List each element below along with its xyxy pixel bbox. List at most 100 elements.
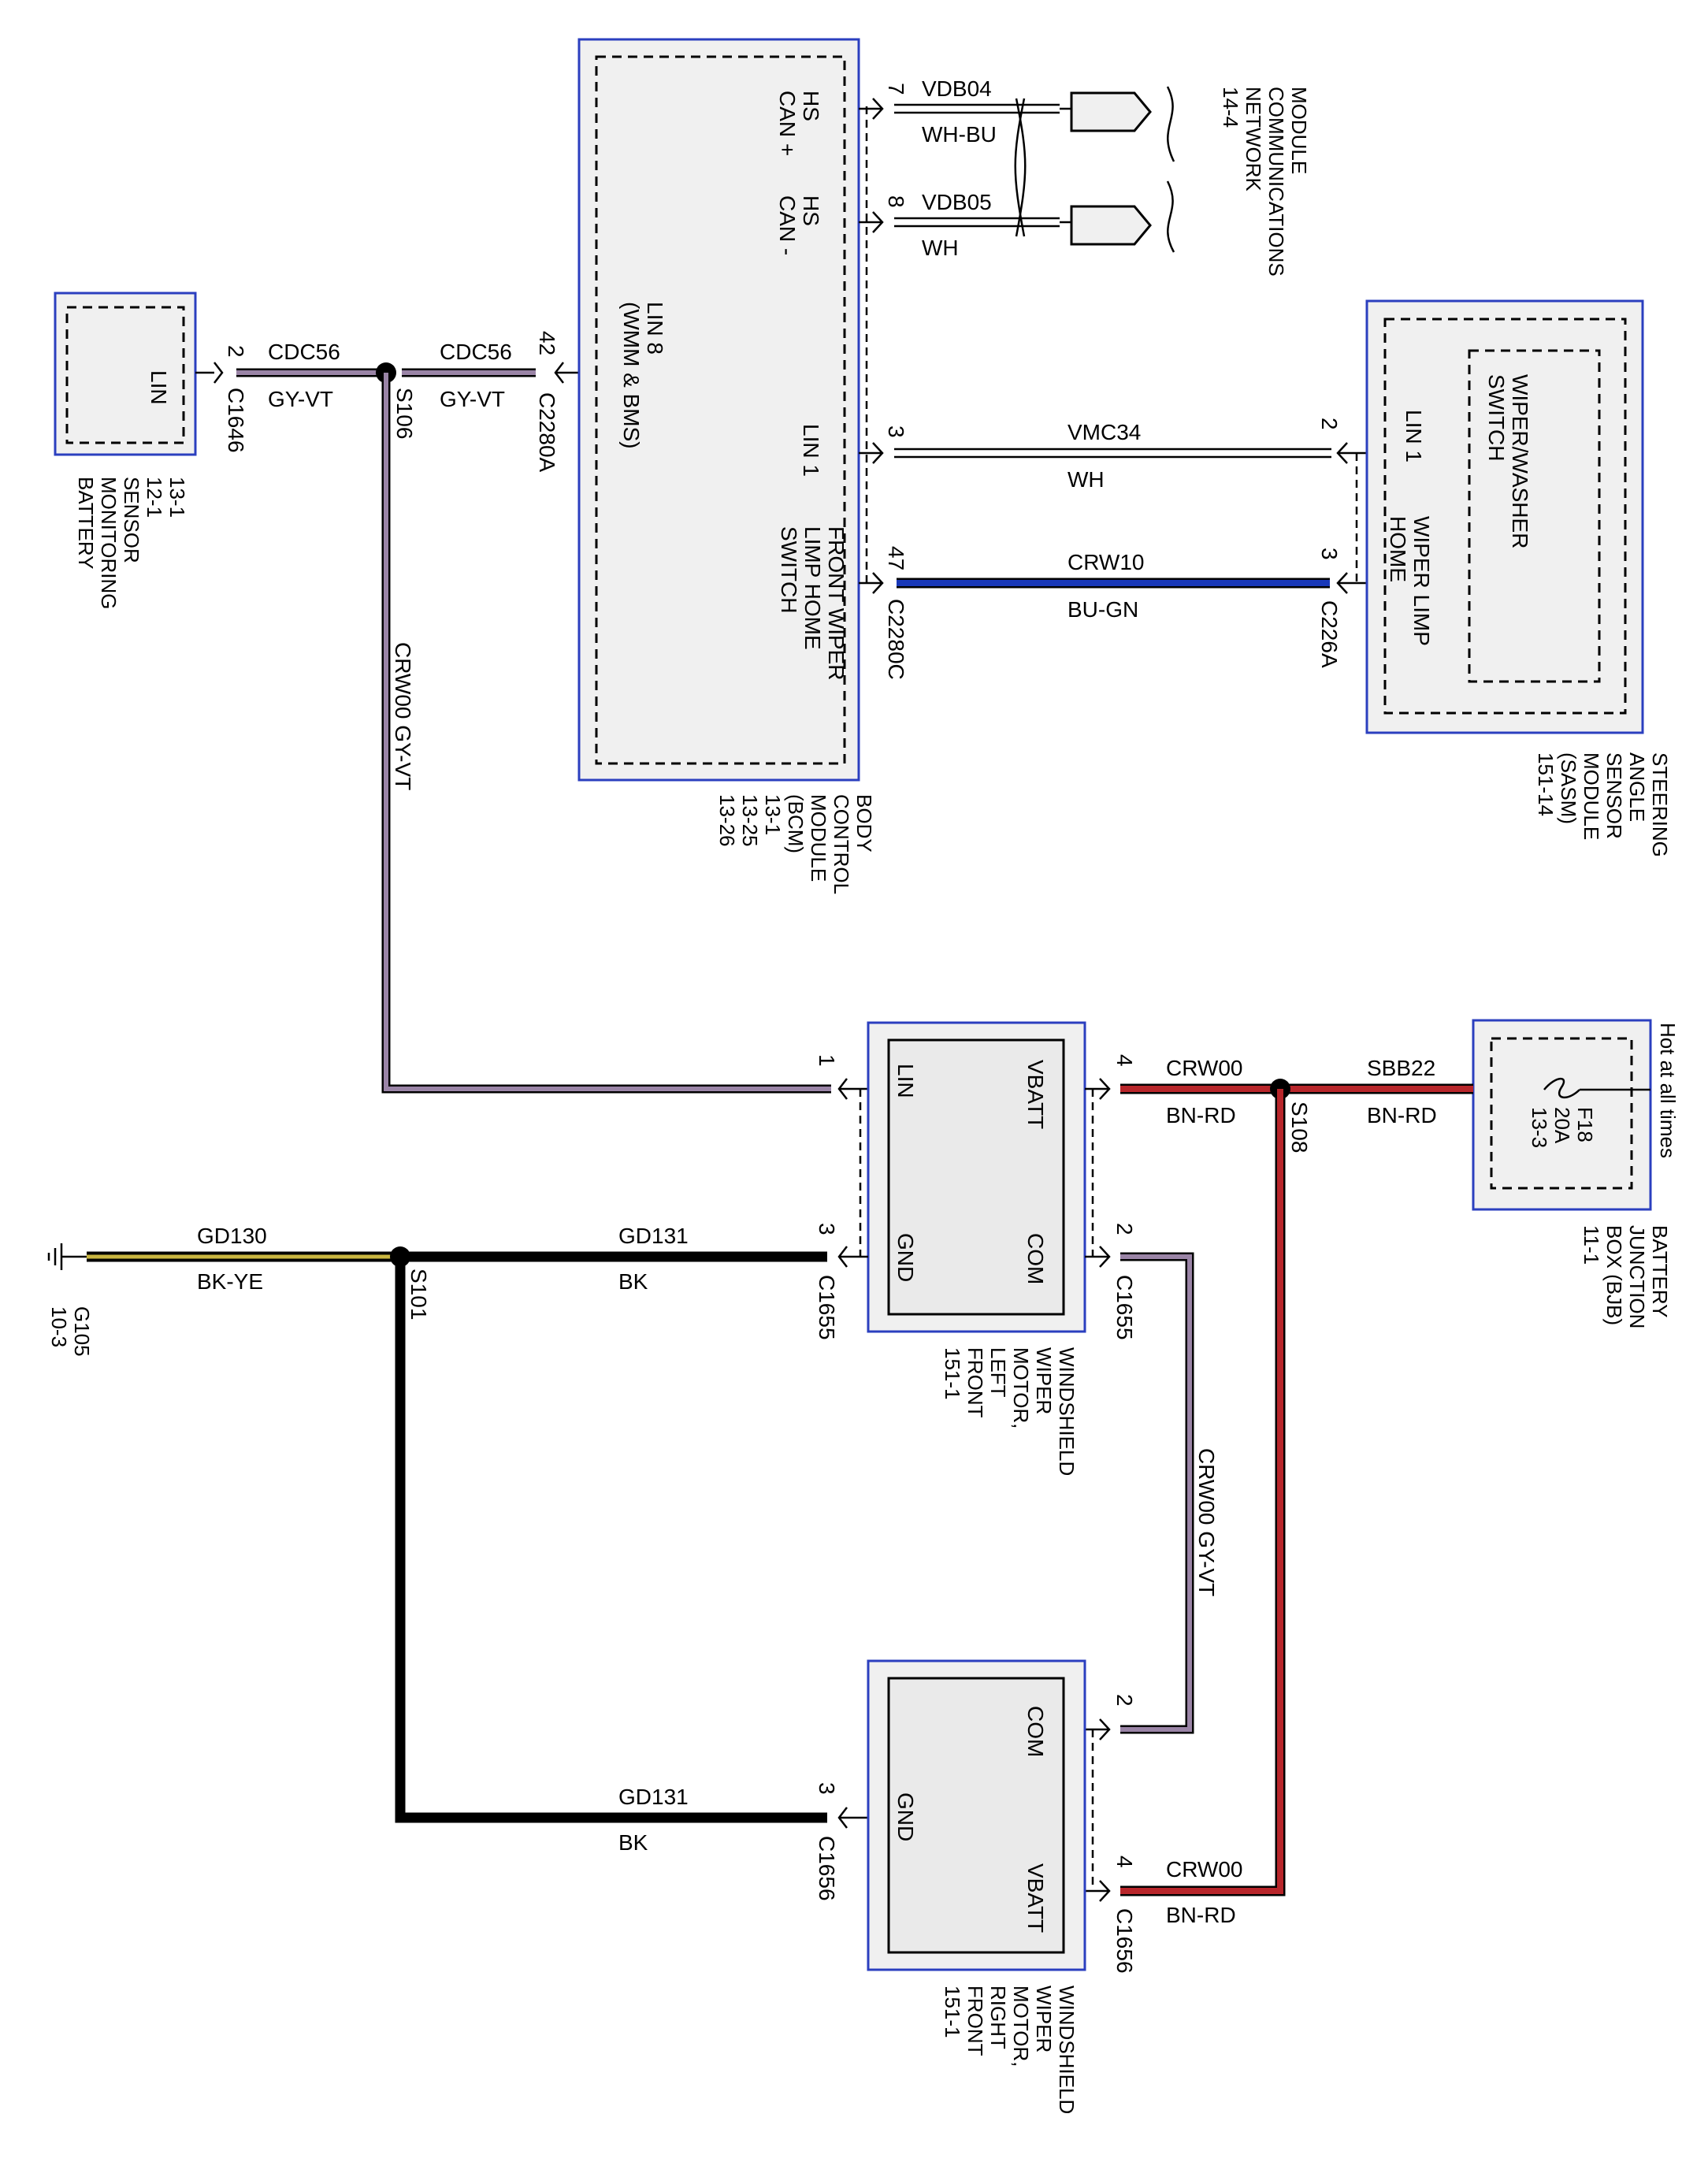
- cdc56-color-b: GY-VT: [440, 387, 505, 411]
- svg-text:11-1: 11-1: [1580, 1225, 1603, 1265]
- crw00-vbatt-left-circuit: CRW00 BN-RD 4 S108 SBB22 BN-RD: [1085, 1054, 1473, 1153]
- svg-text:14-4: 14-4: [1219, 87, 1242, 128]
- gd131-left-pin: 3: [815, 1223, 839, 1235]
- svg-text:13-25: 13-25: [738, 794, 762, 847]
- vdb05-color: WH: [922, 236, 959, 260]
- bcm-pin-hs-can-minus: HS CAN -: [775, 195, 823, 255]
- crw00-vbatt-left-color: BN-RD: [1166, 1103, 1236, 1127]
- cdc56-color-a: GY-VT: [268, 387, 333, 411]
- svg-text:WINDSHIELD: WINDSHIELD: [1055, 1986, 1079, 2114]
- svg-text:13-3: 13-3: [1528, 1107, 1551, 1148]
- crw00-vbatt-right-color: BN-RD: [1166, 1903, 1236, 1927]
- crw00-vbatt-left-pin: 4: [1112, 1054, 1137, 1067]
- connector-c1655-com: C1655: [1112, 1275, 1137, 1340]
- gd131-right-color: BK: [618, 1830, 648, 1855]
- svg-text:MODULE: MODULE: [807, 794, 830, 882]
- bjb-name: BATTERY JUNCTION BOX (BJB) 11-1: [1580, 1225, 1672, 1328]
- vmc34-color: WH: [1068, 467, 1105, 492]
- wiper-right-pin-vbatt: VBATT: [1023, 1863, 1048, 1933]
- sbb22-color: BN-RD: [1367, 1103, 1437, 1127]
- svg-text:FRONT: FRONT: [964, 1986, 987, 2056]
- vdb05-label: VDB05: [922, 190, 992, 214]
- bms-name: BATTERY MONITORING SENSOR 12-1 13-1: [74, 477, 189, 610]
- crw10-pin-sasm: 3: [1317, 548, 1342, 560]
- network-break-marks: [1166, 86, 1175, 253]
- crw00-com-pin-right: 2: [1112, 1694, 1137, 1707]
- svg-text:10-3: 10-3: [47, 1306, 71, 1347]
- cdc56-label-b: CDC56: [440, 340, 512, 364]
- svg-text:BATTERY: BATTERY: [1648, 1225, 1672, 1318]
- crw00-com-label: CRW00 GY-VT: [1194, 1448, 1219, 1596]
- sasm-switch-box: [1468, 349, 1601, 683]
- gd131-right-label: GD131: [618, 1785, 689, 1809]
- svg-text:13-26: 13-26: [715, 794, 739, 847]
- svg-text:WIPER: WIPER: [1032, 1347, 1056, 1414]
- bcm-pin-front-wiper: FRONT WIPER LIMP HOME SWITCH: [777, 526, 848, 680]
- connector-c1656-gnd: C1656: [815, 1836, 839, 1901]
- crw10-pin-bcm: 47: [884, 546, 908, 570]
- body-control-module: HS CAN + HS CAN - LIN 8 (WMM & BMS) LIN …: [577, 38, 876, 894]
- svg-text:MOTOR,: MOTOR,: [1009, 1347, 1033, 1429]
- crw10-label: CRW10: [1068, 550, 1145, 574]
- wiper-motor-left: LIN VBATT GND COM WINDSHIELD WIPER MOTOR…: [867, 1021, 1086, 1476]
- ground-symbol: [47, 1243, 63, 1270]
- svg-text:(WMM & BMS): (WMM & BMS): [619, 302, 644, 449]
- vdb04-color: WH-BU: [922, 122, 997, 147]
- splice-s108-label: S108: [1287, 1101, 1312, 1153]
- wiper-left-name: WINDSHIELD WIPER MOTOR, LEFT FRONT 151-1: [941, 1347, 1079, 1476]
- vdb04-circuit: VDB04 WH-BU 7: [859, 76, 1152, 147]
- svg-text:WIPER LIMP: WIPER LIMP: [1409, 516, 1434, 646]
- bms-outer-box: [54, 292, 197, 456]
- cdc56-label-a: CDC56: [268, 340, 340, 364]
- svg-text:(SASM): (SASM): [1557, 752, 1580, 824]
- connector-c1646: C1646: [224, 388, 248, 453]
- twisted-pair-symbol: [1014, 98, 1027, 237]
- svg-text:20A: 20A: [1550, 1107, 1574, 1144]
- bcm-pin-hs-can-plus: HS CAN +: [775, 91, 823, 156]
- svg-text:13-1: 13-1: [761, 794, 785, 835]
- bms-pin-lin: LIN: [147, 370, 171, 405]
- svg-text:CONTROL: CONTROL: [830, 794, 853, 894]
- sasm-outer-box: [1365, 299, 1644, 734]
- connector-c226a: C226A: [1317, 600, 1342, 668]
- vmc34-label: VMC34: [1068, 420, 1141, 444]
- svg-text:BODY: BODY: [852, 794, 876, 853]
- vdb05-circuit: VDB05 WH 8: [859, 190, 1152, 260]
- gd130-label: GD130: [197, 1224, 267, 1248]
- gd131-left-label: GD131: [618, 1224, 689, 1248]
- connector-c2280a: C2280A: [535, 392, 559, 473]
- wiper-left-inner-box: [887, 1038, 1065, 1316]
- wiper-motor-right: COM GND VBATT WINDSHIELD WIPER MOTOR, RI…: [867, 1659, 1086, 2114]
- bcm-pin-lin8: LIN 8 (WMM & BMS): [619, 302, 667, 449]
- wiper-right-name: WINDSHIELD WIPER MOTOR, RIGHT FRONT 151-…: [941, 1986, 1079, 2114]
- gd131-left-circuit: GD131 BK 3 C1655: [400, 1223, 868, 1340]
- crw00-com-circuit: CRW00 GY-VT 2 C1655 2: [1085, 1223, 1219, 1740]
- connector-c1656-vbatt: C1656: [1112, 1908, 1137, 1974]
- cdc56-pin-b: 42: [535, 331, 559, 355]
- crw00-com-pin-left: 2: [1112, 1223, 1137, 1235]
- svg-text:MODULE: MODULE: [1287, 87, 1311, 174]
- svg-text:SENSOR: SENSOR: [120, 477, 143, 563]
- splice-s101-label: S101: [407, 1269, 431, 1320]
- svg-text:LIMP HOME: LIMP HOME: [800, 526, 825, 650]
- gd130-circuit: GD130 BK-YE S101 G105 10-3: [47, 1224, 431, 1357]
- mcn-connector-2: [1070, 205, 1152, 246]
- svg-text:ANGLE: ANGLE: [1625, 752, 1649, 822]
- svg-text:LIN 8: LIN 8: [643, 302, 667, 355]
- svg-text:(BCM): (BCM): [784, 794, 808, 853]
- fuse-f18-symbol: [1543, 1077, 1580, 1098]
- sasm-pin-wiper-limp: WIPER LIMP HOME: [1386, 516, 1434, 646]
- mcn-name: MODULE COMMUNICATIONS NETWORK 14-4: [1219, 87, 1311, 277]
- svg-text:FRONT: FRONT: [964, 1347, 987, 1418]
- svg-text:BOX (BJB): BOX (BJB): [1602, 1225, 1626, 1325]
- svg-text:SWITCH: SWITCH: [1484, 374, 1509, 461]
- svg-text:SENSOR: SENSOR: [1602, 752, 1626, 839]
- crw00-vbatt-right-label: CRW00: [1166, 1857, 1243, 1882]
- crw00-vbatt-left-label: CRW00: [1166, 1056, 1243, 1080]
- svg-text:MODULE: MODULE: [1580, 752, 1603, 840]
- wiper-left-pin-com: COM: [1023, 1233, 1048, 1284]
- fuse-f18-label: F18 20A 13-3: [1528, 1107, 1597, 1148]
- vmc34-pin-sasm: 2: [1317, 418, 1342, 430]
- vmc34-pin-bcm: 3: [884, 425, 908, 438]
